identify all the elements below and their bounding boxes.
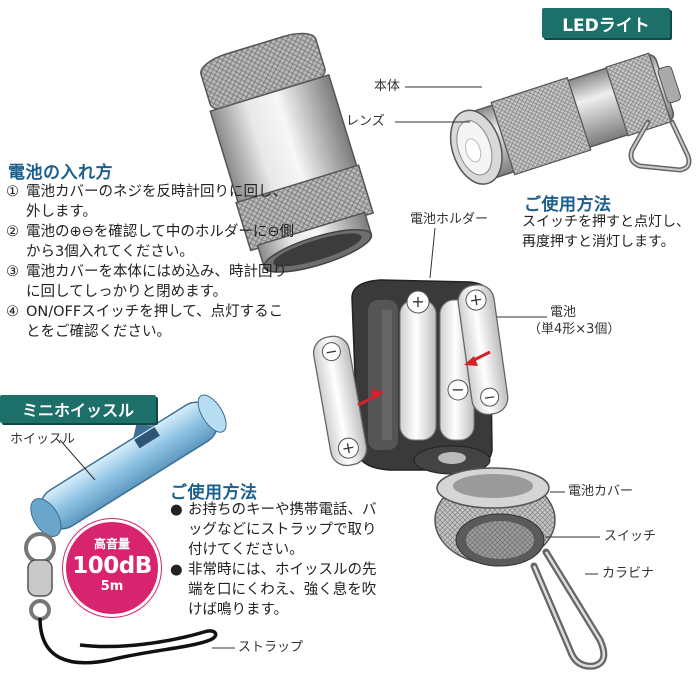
- label-battery-cover: 電池カバー: [568, 484, 634, 499]
- volume-badge: 高音量 100dB 5m: [66, 522, 158, 614]
- battery-holder: + −: [351, 279, 493, 475]
- battery-cover: [434, 467, 556, 567]
- strap-cord: [38, 617, 218, 665]
- step-number: ①: [6, 184, 19, 200]
- svg-text:+: +: [468, 289, 484, 310]
- battery-2: − +: [312, 335, 368, 467]
- battery-step-3: ③ 電池カバーを本体にはめ込み、時計回りに回してしっかりと閉めます。: [6, 262, 296, 302]
- label-battery-holder: 電池ホルダー: [410, 212, 489, 227]
- step-number: ③: [6, 264, 19, 280]
- badge-line-1: 高音量: [93, 537, 130, 551]
- step-text: 電池の⊕⊖を確認して中のホルダーに⊖側から3個入れてください。: [26, 224, 295, 260]
- header-mini-whistle: ミニホイッスル: [0, 395, 156, 423]
- whistle: [30, 394, 227, 537]
- label-carabiner: カラビナ: [602, 566, 655, 581]
- badge-line-3: 5m: [100, 579, 124, 594]
- led-light-assembled: [449, 52, 682, 185]
- label-body: 本体: [374, 79, 401, 94]
- step-number: ④: [6, 304, 19, 320]
- battery-section-title: 電池の入れ方: [8, 163, 113, 183]
- step-text: ON/OFFスイッチを押して、点灯することをご確認ください。: [26, 304, 284, 340]
- label-battery-spec: （単4形×3個）: [528, 322, 621, 337]
- step-number: ②: [6, 224, 19, 240]
- label-strap: ストラップ: [238, 640, 304, 655]
- svg-text:−: −: [482, 387, 497, 407]
- step-text: 電池カバーのネジを反時計回りに回し、外します。: [26, 184, 287, 220]
- bullet-dot: ●: [170, 502, 183, 518]
- step-text: 電池カバーを本体にはめ込み、時計回りに回してしっかりと閉めます。: [26, 264, 287, 300]
- whistle-usage-bullets: ● お持ちのキーや携帯電話、バッグなどにストラップで取り付けてください。 ● 非…: [170, 500, 390, 620]
- battery-steps: ① 電池カバーのネジを反時計回りに回し、外します。 ② 電池の⊕⊖を確認して中の…: [6, 182, 296, 342]
- svg-text:+: +: [340, 437, 357, 458]
- whistle-usage-title: ご使用方法: [170, 483, 258, 503]
- header-led-light: LEDライト: [542, 8, 670, 38]
- battery-step-1: ① 電池カバーのネジを反時計回りに回し、外します。: [6, 182, 296, 222]
- led-usage-text: スイッチを押すと点灯し、再度押すと消灯します。: [522, 214, 690, 250]
- whistle-swivel: [24, 532, 56, 621]
- label-switch: スイッチ: [604, 529, 657, 544]
- badge-line-2: 100dB: [72, 553, 152, 579]
- bullet-text: お持ちのキーや携帯電話、バッグなどにストラップで取り付けてください。: [188, 502, 377, 558]
- header-led-light-label: LEDライト: [562, 15, 650, 36]
- svg-text:−: −: [324, 342, 340, 362]
- battery-1: + −: [457, 284, 509, 416]
- label-battery: 電池: [550, 305, 577, 320]
- whistle-bullet-2: ● 非常時には、ホイッスルの先端を口にくわえ、強く息を吹けば鳴ります。: [170, 560, 390, 620]
- battery-step-4: ④ ON/OFFスイッチを押して、点灯することをご確認ください。: [6, 302, 296, 342]
- bullet-dot: ●: [170, 562, 183, 578]
- whistle-bullet-1: ● お持ちのキーや携帯電話、バッグなどにストラップで取り付けてください。: [170, 500, 390, 560]
- leader-lines: [59, 86, 600, 649]
- header-mini-whistle-label: ミニホイッスル: [21, 401, 134, 420]
- led-usage-title: ご使用方法: [524, 195, 612, 215]
- bullet-text: 非常時には、ホイッスルの先端を口にくわえ、強く息を吹けば鳴ります。: [188, 562, 377, 618]
- svg-text:−: −: [451, 380, 464, 399]
- insert-arrows: [357, 350, 491, 407]
- flashlight-body: [200, 32, 375, 273]
- battery-step-2: ② 電池の⊕⊖を確認して中のホルダーに⊖側から3個入れてください。: [6, 222, 296, 262]
- label-whistle: ホイッスル: [10, 432, 76, 447]
- label-lens: レンズ: [346, 114, 385, 129]
- svg-text:+: +: [411, 292, 424, 311]
